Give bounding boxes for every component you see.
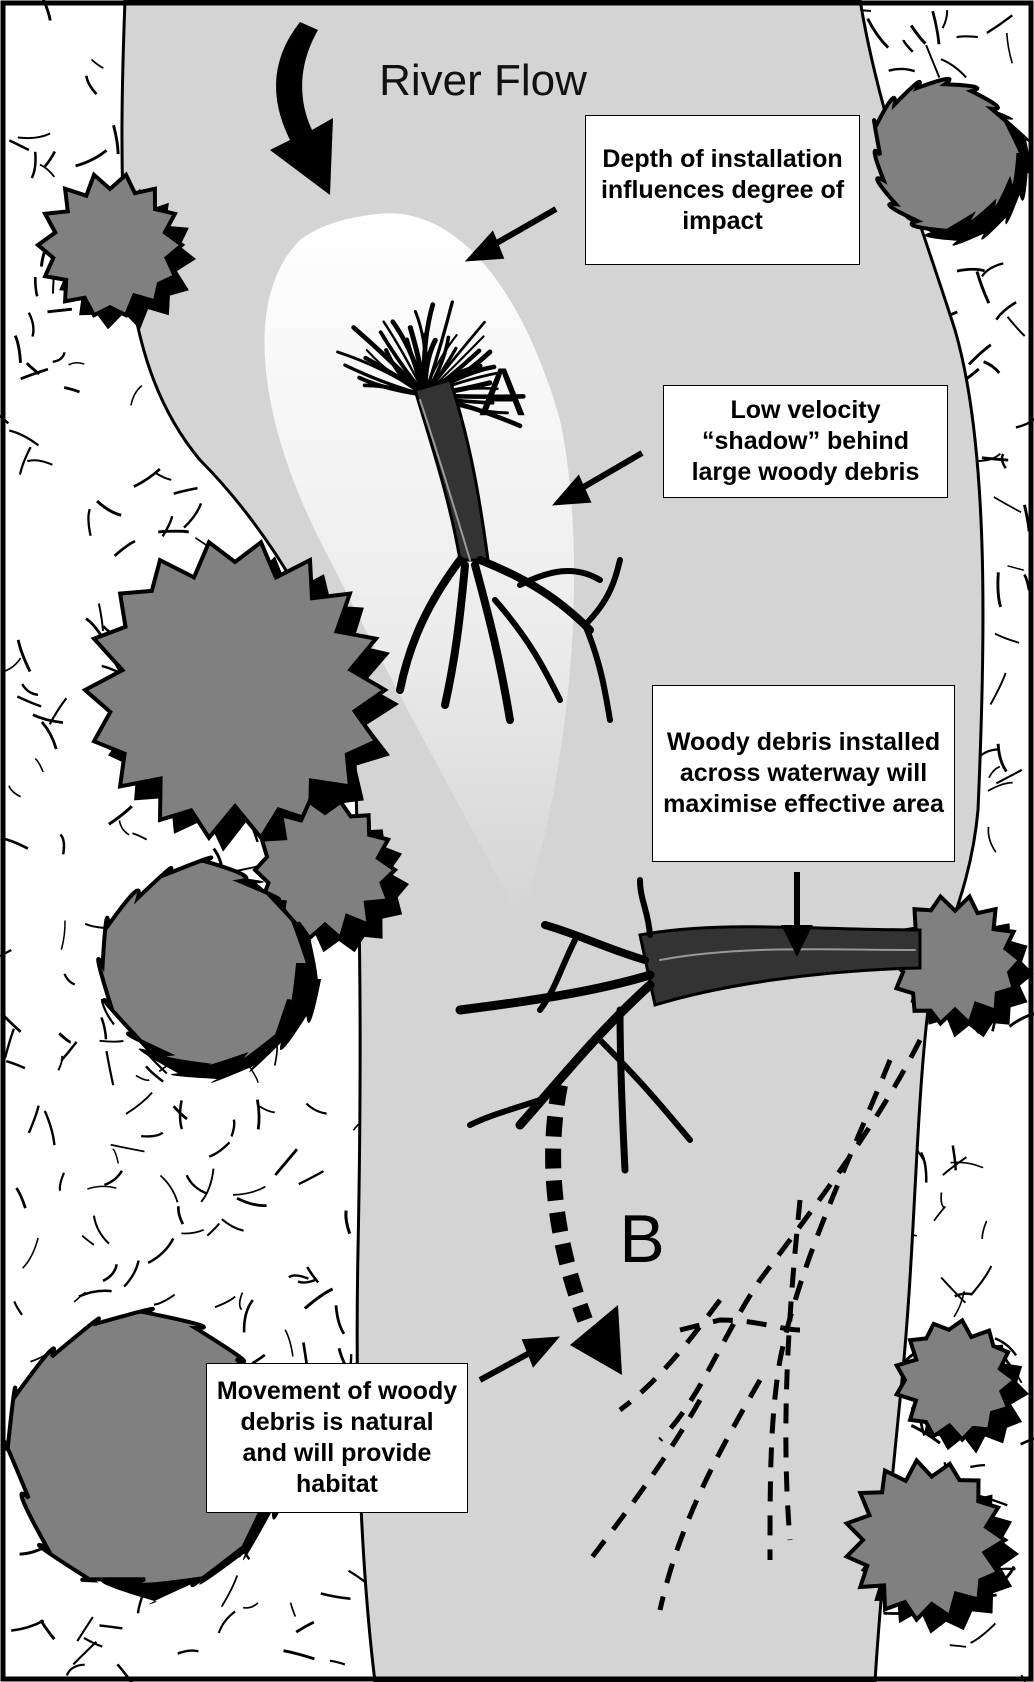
grass-stroke xyxy=(100,1041,124,1042)
grass-stroke xyxy=(957,36,978,37)
callout-shadow: Low velocity “shadow” behind large woody… xyxy=(663,385,948,498)
grass-stroke xyxy=(158,531,188,532)
marker-b: B xyxy=(619,1201,664,1277)
flow-label: River Flow xyxy=(379,56,587,105)
callout-across: Woody debris installed across waterway w… xyxy=(652,685,955,862)
marker-a: A xyxy=(479,354,525,430)
callout-depth: Depth of installation influences degree … xyxy=(585,115,860,265)
grass-stroke xyxy=(257,1100,259,1130)
callout-movement: Movement of woody debris is natural and … xyxy=(206,1363,468,1513)
